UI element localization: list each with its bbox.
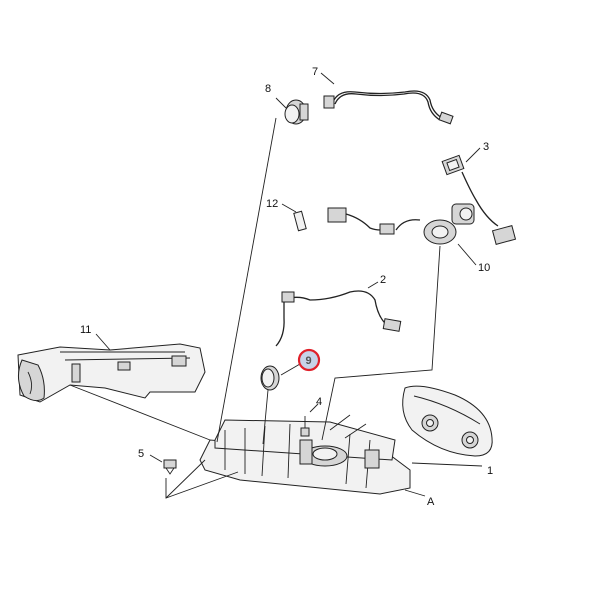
part-4-screw[interactable] — [300, 416, 310, 437]
callout-9: 9 — [306, 355, 312, 367]
callout-5[interactable]: 5 — [138, 448, 144, 460]
part-1-switch-bezel[interactable] — [402, 385, 493, 457]
part-11-trim-panel[interactable] — [17, 343, 206, 403]
callout-9-highlight-ring — [297, 348, 321, 372]
callout-2[interactable]: 2 — [380, 274, 386, 286]
callout-4[interactable]: 4 — [316, 396, 322, 408]
callout-labels: 1 2 3 4 5 7 8 10 11 12 A 9 — [80, 66, 493, 508]
callout-8[interactable]: 8 — [265, 83, 271, 95]
callout-10[interactable]: 10 — [478, 262, 490, 274]
part-12-connector[interactable] — [293, 207, 395, 235]
leader-lines — [69, 72, 483, 499]
part-8-grommet[interactable] — [284, 99, 309, 125]
part-5-clip[interactable] — [163, 459, 177, 475]
callout-11[interactable]: 11 — [80, 324, 91, 336]
part-9-switch[interactable] — [260, 302, 285, 391]
callout-1[interactable]: 1 — [487, 465, 493, 477]
callout-7[interactable]: 7 — [312, 66, 318, 78]
part-a-base-bracket[interactable] — [199, 414, 411, 495]
callout-12[interactable]: 12 — [266, 198, 278, 210]
part-2-sensor-wire[interactable] — [281, 290, 402, 332]
callout-a[interactable]: A — [427, 496, 435, 508]
callout-3[interactable]: 3 — [483, 141, 489, 153]
part-10-motor-assembly[interactable] — [395, 171, 517, 245]
callout-9-selected[interactable]: 9 — [297, 348, 321, 372]
part-3-connector[interactable] — [441, 154, 465, 176]
part-7-wire-harness[interactable] — [323, 90, 454, 125]
